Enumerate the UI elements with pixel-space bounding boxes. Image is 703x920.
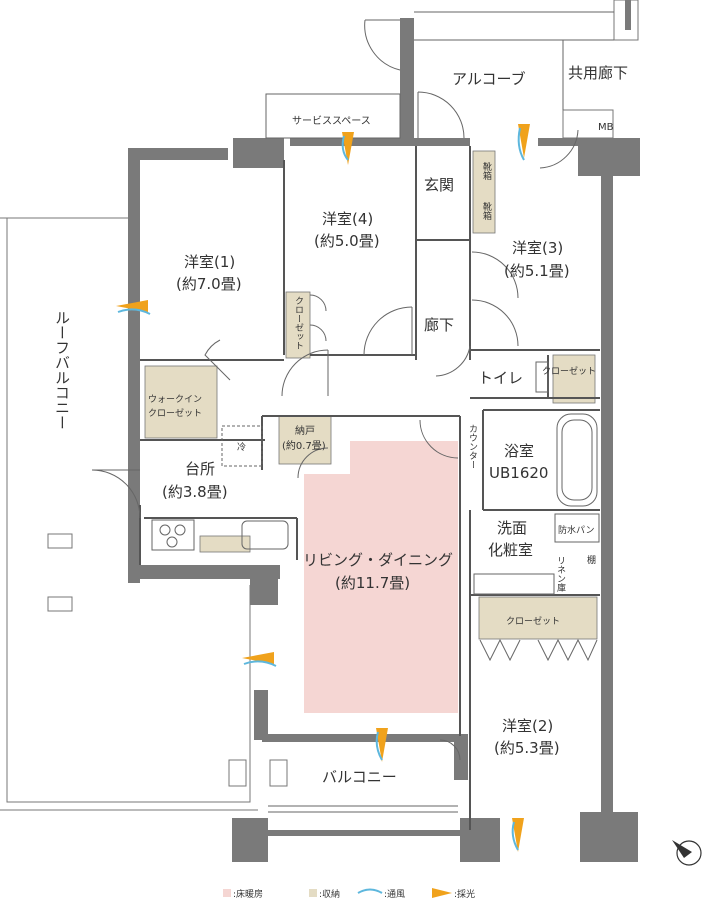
floor-heating-area xyxy=(304,441,458,713)
kitchen-size: (約3.8畳) xyxy=(162,483,228,501)
legend-floor-heating: :床暖房 xyxy=(233,888,263,900)
common-corridor-label: 共用廊下 xyxy=(568,64,628,82)
mb-label: MB xyxy=(598,122,614,133)
daylight-mark xyxy=(376,728,388,762)
roof-balcony-label: ルーフバルコニー xyxy=(53,310,71,430)
ventilation-mark xyxy=(511,821,519,851)
daylight-mark xyxy=(242,652,274,664)
toilet-label: トイレ xyxy=(478,369,523,387)
daylight-mark xyxy=(512,818,524,852)
daylight-mark xyxy=(518,124,530,158)
bath-name: 浴室 xyxy=(504,442,534,460)
storage-fills xyxy=(144,150,598,640)
alcove-label: アルコーブ xyxy=(452,70,526,88)
western3-name: 洋室(3) xyxy=(512,239,563,257)
living-size: (約11.7畳) xyxy=(335,574,410,592)
western4-size: (約5.0畳) xyxy=(314,232,380,250)
daylight-mark xyxy=(342,132,354,165)
storage-room-size: (約0.7畳) xyxy=(282,439,326,452)
legend-storage: :収納 xyxy=(319,888,340,900)
compass-icon xyxy=(672,840,702,866)
legend-ventilation: :通風 xyxy=(384,889,405,900)
hallway-label: 廊下 xyxy=(424,316,454,334)
fridge-label: 冷 xyxy=(237,441,246,453)
storage-room-name: 納戸 xyxy=(295,424,315,437)
closet-w2-label: クローゼット xyxy=(506,615,560,627)
shoe-box-2-label: 靴箱 xyxy=(481,201,492,221)
room-labels: アルコーブ 共用廊下 MB サービススペース 玄関 靴箱 靴箱 洋室(1) (約… xyxy=(53,64,628,786)
walkin-closet-line2: クローゼット xyxy=(148,407,202,419)
western2-name: 洋室(2) xyxy=(502,717,553,735)
waterproof-pan-label: 防水パン xyxy=(558,524,594,536)
roof-balcony xyxy=(0,217,288,811)
shelf-label: 棚 xyxy=(587,554,596,566)
western1-size: (約7.0畳) xyxy=(176,275,242,293)
daylight-mark xyxy=(116,300,148,312)
living-name: リビング・ダイニング xyxy=(303,551,453,569)
closet-w4-label: クローゼット xyxy=(293,296,304,350)
counter-label: カウンター xyxy=(467,424,478,469)
western4-name: 洋室(4) xyxy=(322,210,373,228)
walls xyxy=(128,0,640,862)
kitchen-name: 台所 xyxy=(185,460,215,478)
western2-size: (約5.3畳) xyxy=(494,739,560,757)
ventilation-mark xyxy=(375,731,383,761)
doors xyxy=(91,19,598,761)
ventilation-mark xyxy=(341,135,349,161)
washroom-line2: 化粧室 xyxy=(488,541,533,559)
linen-label: リネン庫 xyxy=(555,556,566,593)
vent-daylight-markers xyxy=(116,124,530,852)
fixtures xyxy=(151,11,614,813)
bath-size: UB1620 xyxy=(489,464,548,482)
western3-size: (約5.1畳) xyxy=(504,262,570,280)
western1-name: 洋室(1) xyxy=(184,253,235,271)
legend: :床暖房 :収納 :通風 :採光 xyxy=(223,888,475,900)
washroom-line1: 洗面 xyxy=(497,519,527,537)
service-space-label: サービススペース xyxy=(292,115,371,127)
ventilation-mark xyxy=(517,127,525,161)
entrance-label: 玄関 xyxy=(424,176,454,194)
ventilation-mark xyxy=(243,660,277,667)
ventilation-mark xyxy=(117,308,151,315)
walkin-closet-line1: ウォークイン xyxy=(148,394,202,405)
legend-daylight: :採光 xyxy=(454,888,475,900)
shoe-box-1-label: 靴箱 xyxy=(481,161,492,181)
balcony-label: バルコニー xyxy=(322,768,397,786)
closet-toilet-label: クローゼット xyxy=(542,365,596,377)
